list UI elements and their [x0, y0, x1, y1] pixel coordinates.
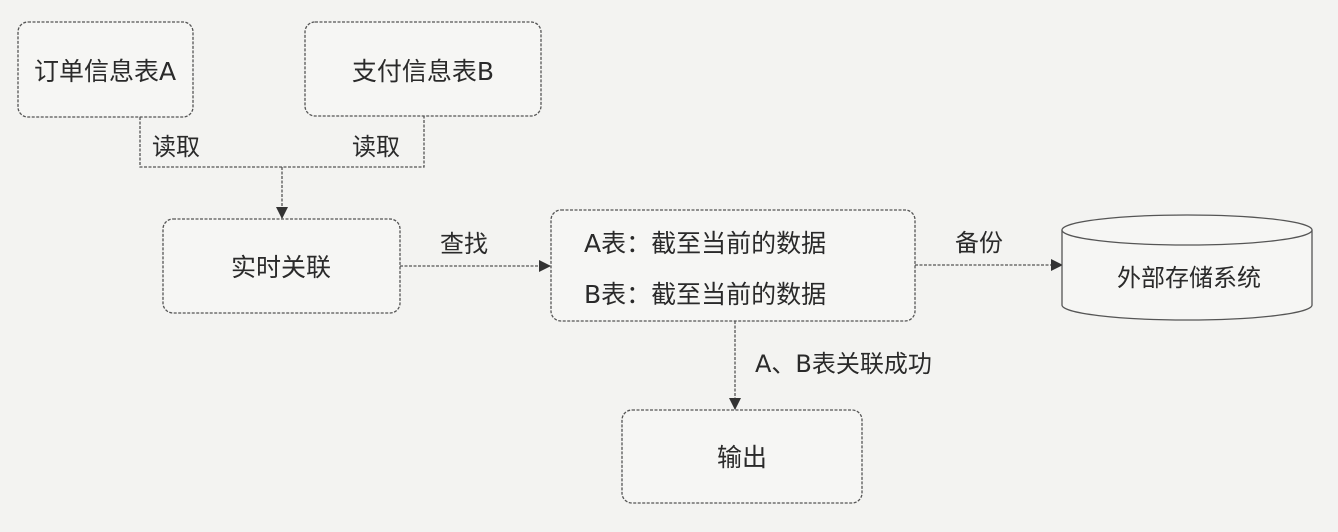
external-storage-label: 外部存储系统: [1117, 264, 1261, 292]
output-label: 输出: [717, 443, 767, 472]
read-a-label: 读取: [152, 133, 200, 161]
payment-table-label: 支付信息表B: [352, 57, 494, 86]
payment-table-node: 支付信息表B: [304, 21, 542, 117]
output-node: 输出: [621, 409, 863, 504]
order-table-label: 订单信息表A: [34, 57, 176, 86]
realtime-join-node: 实时关联: [162, 218, 401, 314]
join-success-label: A、B表关联成功: [755, 350, 932, 378]
state-node: A表：截至当前的数据 B表：截至当前的数据: [550, 209, 916, 322]
backup-label: 备份: [955, 229, 1003, 257]
external-storage-node: 外部存储系统: [1061, 214, 1313, 321]
order-table-node: 订单信息表A: [17, 21, 194, 118]
read-b-label: 读取: [352, 133, 400, 161]
realtime-join-label: 实时关联: [231, 253, 331, 282]
state-b-label: B表：截至当前的数据: [584, 280, 826, 309]
lookup-label: 查找: [440, 230, 488, 258]
state-a-label: A表：截至当前的数据: [584, 229, 826, 258]
